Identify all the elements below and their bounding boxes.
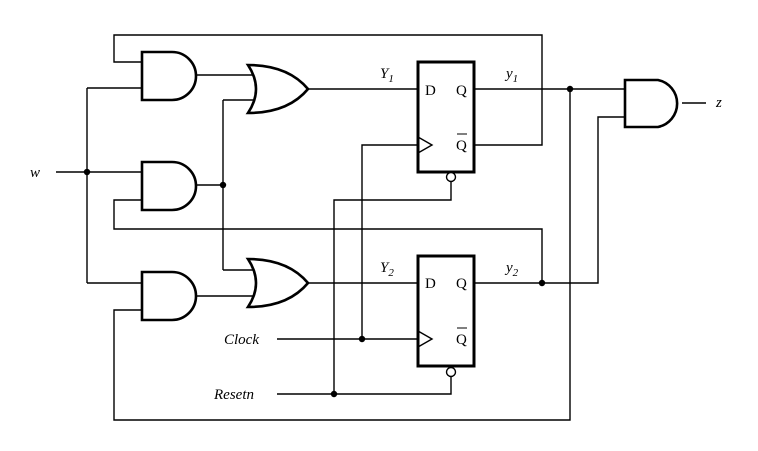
wires [56,34,706,421]
junction-clock [358,335,366,343]
wire-resetn-up [333,182,452,394]
flip-flop-2-clock-triangle [417,330,434,348]
junction-y1 [566,85,574,93]
junctions [83,85,574,398]
label-resetn: Resetn [213,387,254,403]
junction-resetn [330,390,338,398]
or-gates [245,63,310,309]
flip-flop-1-q-label: Q [456,83,467,99]
and-gate-3 [140,270,198,322]
wire-clock-up [361,144,418,339]
and-gate-1 [140,50,198,102]
and-gate-output [623,78,679,129]
label-Y2: Y2 [380,260,394,279]
junction-and2 [219,181,227,189]
flip-flop-2-qbar-label: Q [456,332,467,348]
wire-y2 [474,116,625,284]
flip-flop-2: D Q Q [416,254,476,378]
flip-flop-1-d-label: D [425,83,436,99]
junction-y2 [538,279,546,287]
flip-flop-2-body [416,254,476,368]
flip-flop-2-q-label: Q [456,276,467,292]
flip-flop-1-reset-bubble [445,171,457,183]
flip-flop-1: D Q Q [416,60,476,183]
signal-labels: w z Clock Resetn Y1 Y2 y1 y2 [30,66,722,403]
junction-w [83,168,91,176]
wire-y2-feedback-and2 [113,199,543,283]
or-gate-2 [245,257,310,309]
label-y2: y2 [504,260,519,279]
wire-y1-feedback-and3 [113,89,571,421]
and-gate-2 [140,160,198,212]
label-w: w [30,165,40,181]
flip-flop-2-reset-bubble [445,366,457,378]
label-y1: y1 [504,66,518,85]
flip-flop-1-body [416,60,476,174]
label-z: z [715,95,722,111]
flip-flop-2-d-label: D [425,276,436,292]
flip-flop-1-qbar-label: Q [456,138,467,154]
wire-qbar1-feedback [113,34,543,146]
or-gate-1 [245,63,310,115]
and-gates [140,50,679,322]
label-clock: Clock [224,332,259,348]
flip-flop-1-clock-triangle [417,136,434,154]
wire-resetn [277,377,452,395]
label-Y1: Y1 [380,66,394,85]
